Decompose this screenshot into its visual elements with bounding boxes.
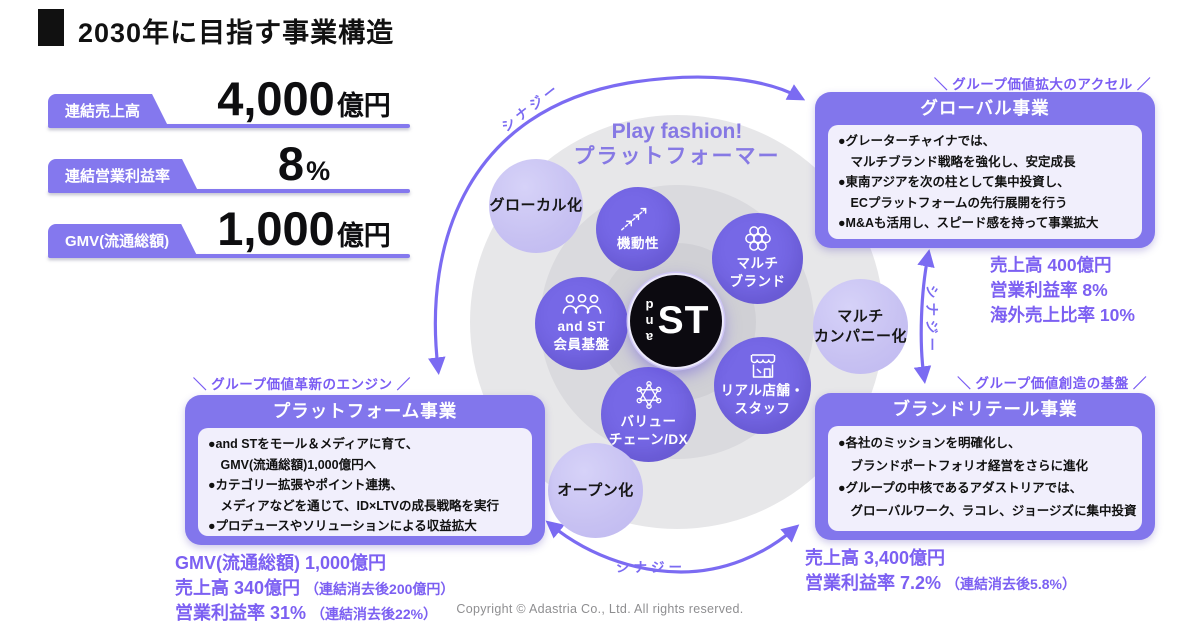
node-real-stores-staff: リアル店舗・ スタッフ: [714, 337, 811, 434]
stat-line: 営業利益率 7.2%: [805, 572, 947, 593]
kpi-row-sales: 連結売上高 4,000 億円: [48, 75, 410, 128]
global-stats: 売上高 400億円 営業利益率 8% 海外売上比率 10%: [990, 253, 1135, 328]
synergy-label-bottom: シナジー: [616, 560, 686, 575]
bullet-line: ●東南アジアを次の柱として集中投資し、: [838, 175, 1070, 189]
people-icon: [562, 294, 601, 315]
kpi-row-operating-margin: 連結営業利益率 8 %: [48, 140, 410, 193]
kpi-label-ribbon: GMV(流通総額): [48, 224, 197, 256]
bullet-line: グローバルワーク、ラコレ、ジョージズに集中投資: [838, 503, 1137, 518]
brand-retail-business-box: ブランドリテール事業 ●各社のミッションを明確化し、 ブランドポートフォリオ経営…: [815, 393, 1155, 540]
kpi-value-number: 1,000: [217, 202, 335, 255]
dashed-arrows-icon: [621, 207, 647, 231]
kpi-value: 4,000 億円: [198, 75, 410, 122]
bullet-line: ●カテゴリー拡張やポイント連携、: [208, 478, 404, 492]
kpi-value-unit: 億円: [336, 91, 391, 121]
bullet-line: メディアなどを通じて、ID×LTVの成長戦略を実行: [208, 498, 499, 513]
kpi-value: 1,000 億円: [198, 205, 410, 252]
synergy-label-right: シナジー: [924, 285, 939, 355]
andst-logo-and-text: and: [641, 297, 657, 345]
global-box-title: グローバル事業: [920, 98, 1050, 118]
platform-box-tagline: ＼ グループ価値革新のエンジン ／: [193, 377, 411, 392]
platform-business-box: プラットフォーム事業 ●and STをモール＆メディアに育て、 GMV(流通総額…: [185, 395, 545, 545]
storefront-icon: [750, 354, 775, 379]
bullet-line: ●各社のミッションを明確化し、: [838, 436, 1021, 450]
bullet-line: ●M&Aも活用し、スピード感を持って事業拡大: [838, 216, 1099, 230]
node-label: オープン化: [557, 481, 634, 499]
kpi-label-ribbon: 連結売上高: [48, 94, 168, 126]
node-label-line1: マルチ: [736, 256, 779, 272]
stat-line: 売上高 3,400億円: [805, 548, 946, 568]
stat-line: 営業利益率 31%: [175, 603, 312, 623]
molecule-icon: [636, 381, 661, 410]
bullet-line: GMV(流通総額)1,000億円へ: [208, 457, 377, 472]
global-box-tagline: ＼ グループ価値拡大のアクセル ／: [933, 77, 1151, 92]
brand-box-panel: ●各社のミッションを明確化し、 ブランドポートフォリオ経営をさらに進化 ●グルー…: [828, 426, 1142, 531]
node-label-line2: ブランド: [729, 274, 786, 289]
stat-note: （連結消去後22%）: [311, 606, 438, 622]
kpi-label-ribbon: 連結営業利益率: [48, 159, 198, 191]
stat-line: 営業利益率 8%: [990, 280, 1108, 300]
kpi-value-number: 4,000: [217, 72, 335, 125]
node-label-line2: カンパニー化: [813, 327, 907, 345]
tagline-line1: Play fashion!: [611, 120, 743, 143]
kpi-row-gmv: GMV(流通総額) 1,000 億円: [48, 205, 410, 258]
stat-line: 海外売上比率 10%: [990, 305, 1135, 325]
title-marker: [38, 9, 64, 46]
node-label-line2: チェーン/DX: [608, 432, 689, 447]
tagline-line2: プラットフォーマー: [573, 145, 781, 168]
kpi-value-number: 8: [277, 137, 305, 190]
platformer-tagline: Play fashion! プラットフォーマー: [537, 119, 817, 170]
node-label-line1: and ST: [557, 319, 606, 335]
kpi-value: 8 %: [198, 140, 410, 187]
bullet-line: ●グループの中核であるアダストリアでは、: [838, 481, 1083, 495]
platform-box-title: プラットフォーム事業: [272, 401, 458, 421]
stat-line: GMV(流通総額) 1,000億円: [175, 553, 387, 573]
bullet-line: ●and STをモール＆メディアに育て、: [208, 437, 419, 451]
brand-box-title: ブランドリテール事業: [892, 399, 1078, 419]
stat-line: 売上高 340億円: [175, 577, 306, 598]
platform-box-panel: ●and STをモール＆メディアに育て、 GMV(流通総額)1,000億円へ ●…: [198, 428, 532, 536]
node-label-line2: スタッフ: [734, 401, 791, 416]
bullet-line: ブランドポートフォリオ経営をさらに進化: [838, 458, 1089, 473]
platform-stats: GMV(流通総額) 1,000億円 売上高 340億円 （連結消去後200億円）…: [175, 551, 454, 627]
kpi-underline: [48, 254, 410, 258]
node-multicompany: マルチ カンパニー化: [813, 279, 908, 374]
andst-logo-st-text: ST: [657, 299, 710, 342]
kpi-value-unit: %: [306, 156, 331, 186]
kpi-underline: [48, 189, 410, 193]
honeycomb-icon: [744, 226, 771, 252]
bullet-line: マルチブランド戦略を強化し、安定成長: [838, 154, 1076, 169]
copyright-text: Copyright © Adastria Co., Ltd. All right…: [456, 602, 744, 616]
bullet-line: ●プロデュースやソリューションによる収益拡大: [208, 519, 477, 533]
bullet-line: ●グレーターチャイナでは、: [838, 134, 996, 148]
kpi-value-unit: 億円: [336, 221, 391, 251]
node-mobility: 機動性: [596, 187, 680, 271]
global-box-panel: ●グレーターチャイナでは、 マルチブランド戦略を強化し、安定成長 ●東南アジアを…: [828, 125, 1142, 239]
node-openness: オープン化: [548, 443, 643, 538]
node-glocalization: グローカル化: [489, 159, 583, 253]
stat-line: 売上高 400億円: [990, 255, 1112, 275]
stat-note: （連結消去後5.8%）: [946, 575, 1076, 592]
node-label-line1: バリュー: [620, 414, 677, 430]
andst-logo: and ST: [628, 273, 724, 369]
kpi-underline: [48, 124, 410, 128]
bullet-line: ECプラットフォームの先行展開を行う: [838, 195, 1068, 210]
node-andst-member-base: and ST 会員基盤: [535, 277, 628, 370]
node-label: グローカル化: [489, 197, 583, 215]
page-title: 2030年に目指す事業構造: [78, 18, 395, 48]
node-value-chain-dx: バリュー チェーン/DX: [601, 367, 696, 462]
node-label-line1: リアル店舗・: [720, 383, 805, 399]
brand-box-tagline: ＼ グループ価値創造の基盤 ／: [957, 376, 1147, 391]
node-label-line2: 会員基盤: [553, 337, 610, 352]
brand-stats: 売上高 3,400億円 営業利益率 7.2% （連結消去後5.8%）: [805, 546, 1076, 596]
node-multibrand: マルチ ブランド: [712, 213, 803, 304]
stat-note: （連結消去後200億円）: [305, 580, 455, 597]
global-business-box: グローバル事業 ●グレーターチャイナでは、 マルチブランド戦略を強化し、安定成長…: [815, 92, 1155, 248]
node-label: 機動性: [617, 235, 659, 251]
node-label-line1: マルチ: [837, 308, 884, 325]
